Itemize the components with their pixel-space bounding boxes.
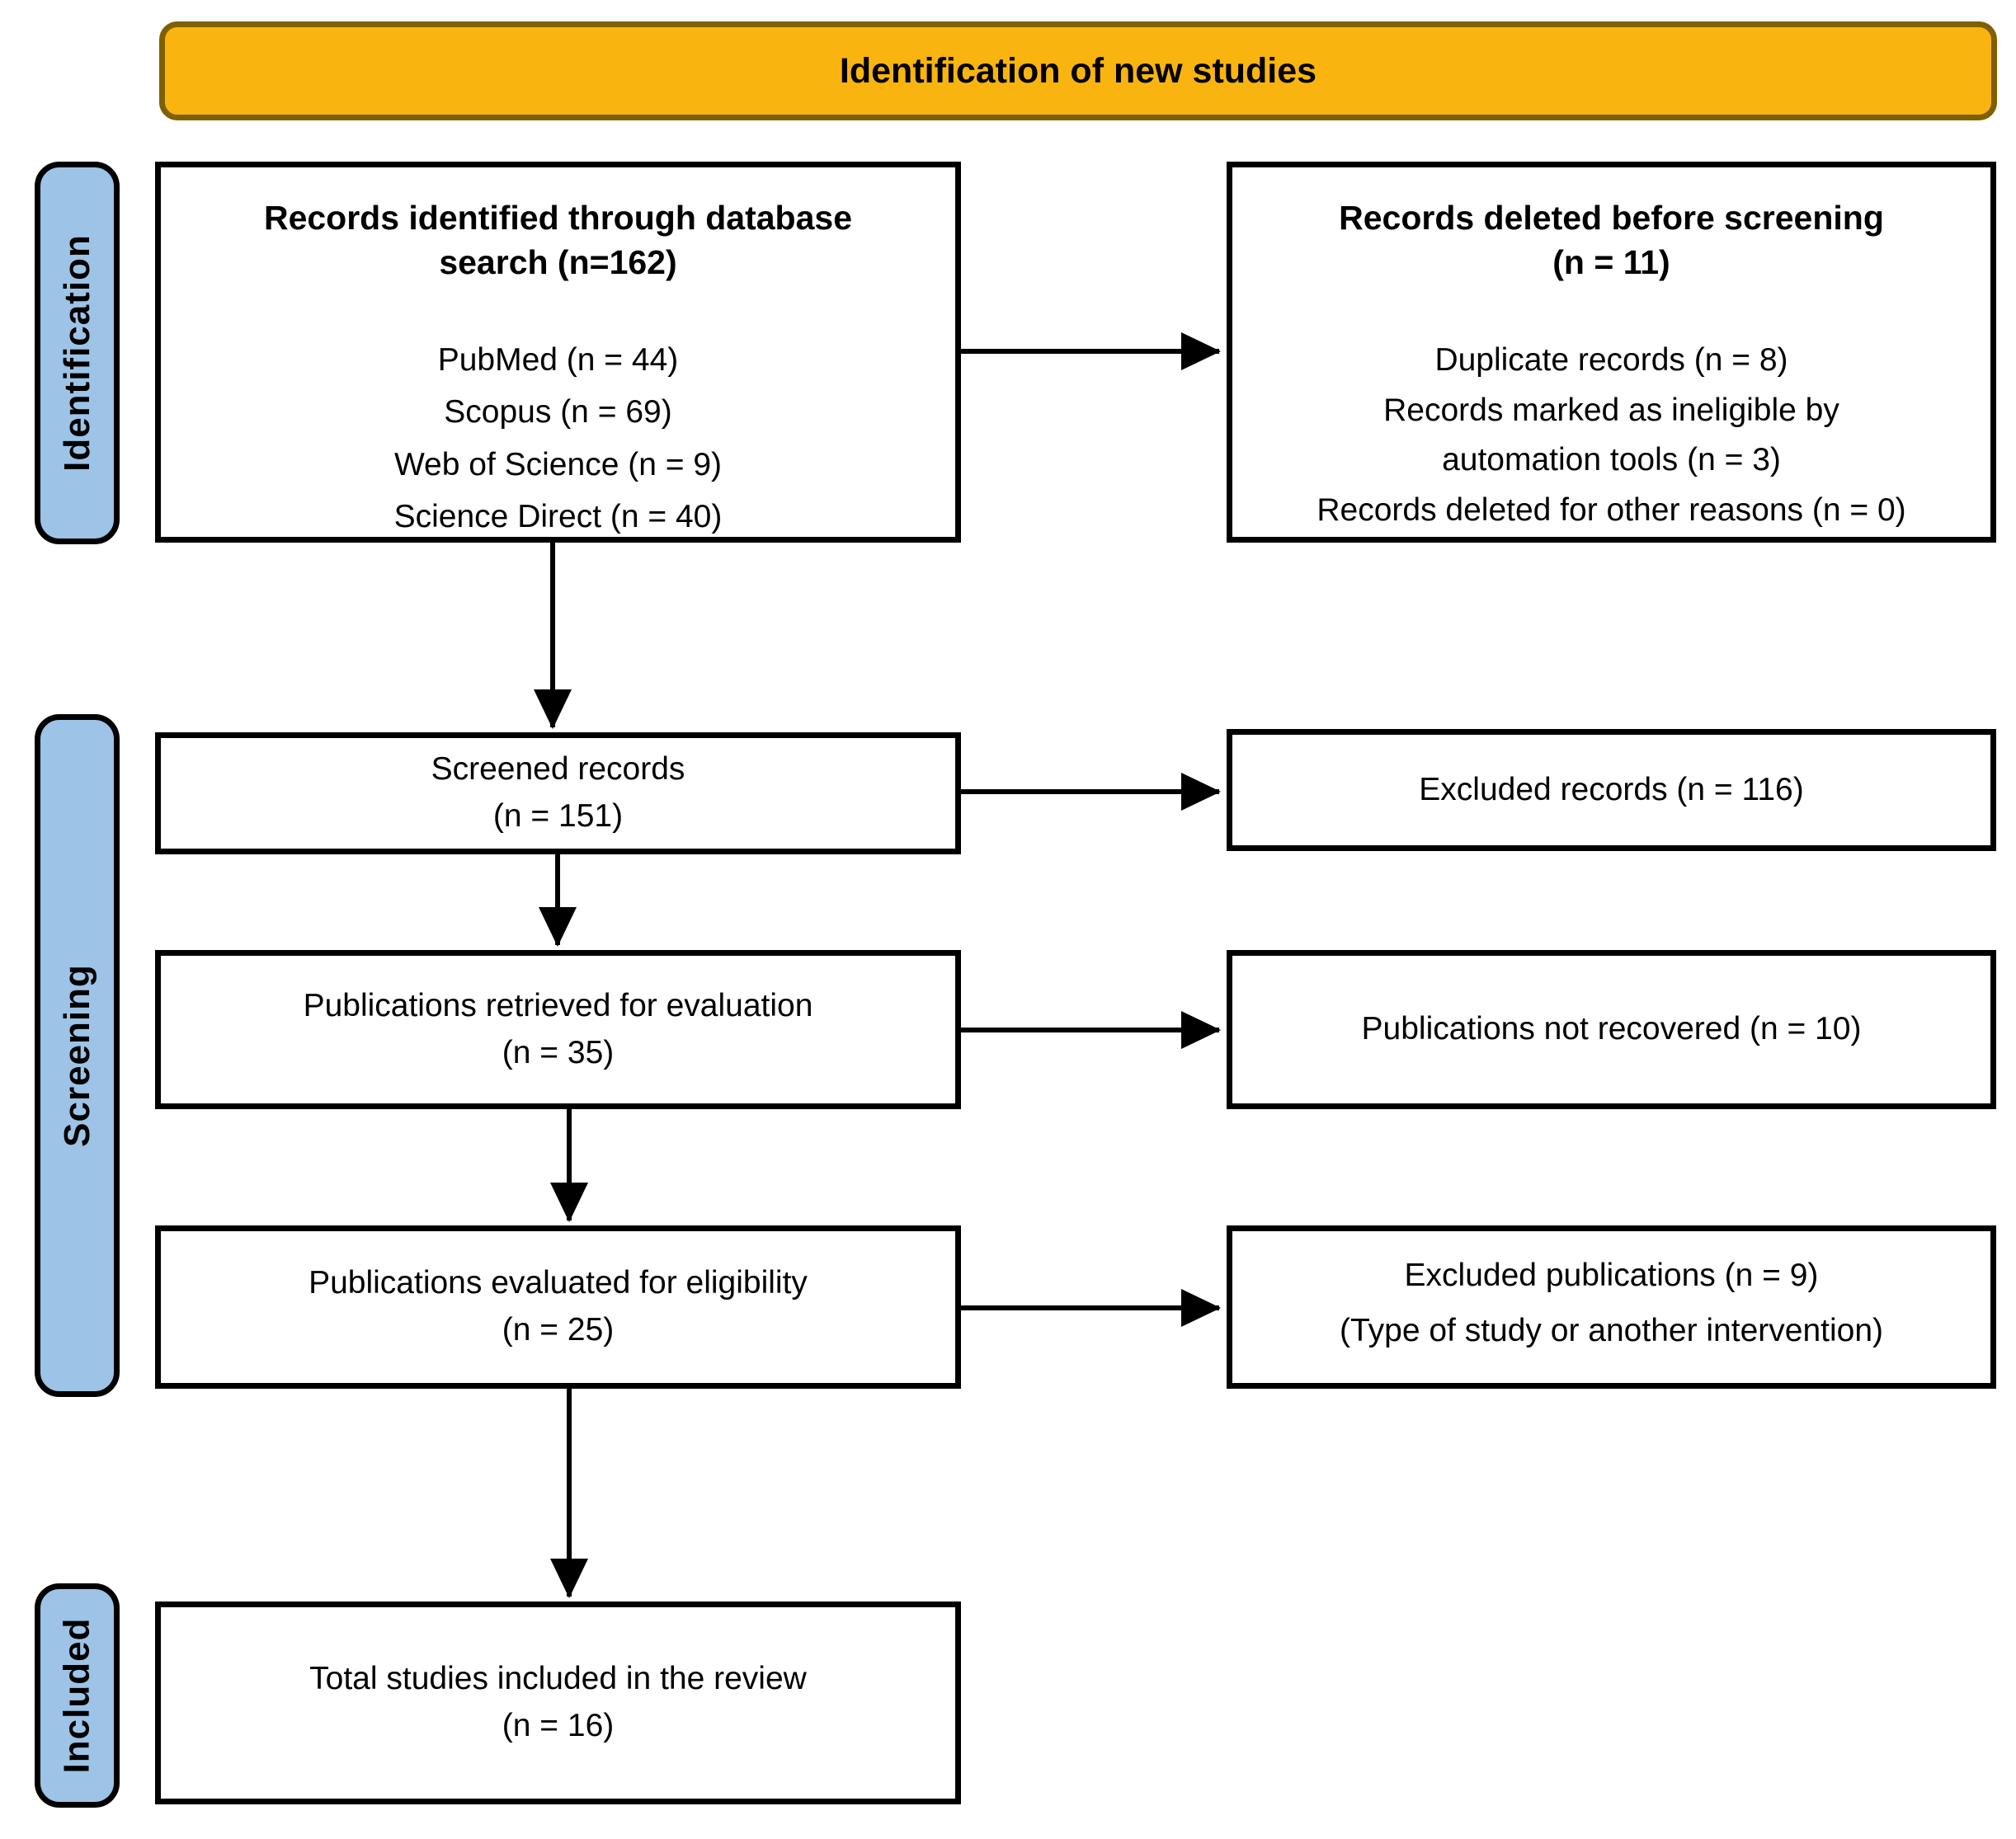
stage-included-text: Included <box>56 1617 97 1774</box>
reason-automation-tools: Records marked as ineligible by automati… <box>1383 392 1839 478</box>
publications-retrieved-label: Publications retrieved for evaluation <box>303 987 813 1023</box>
stage-identification-text: Identification <box>56 234 97 472</box>
box-screened-records: Screened records (n = 151) <box>155 732 961 854</box>
records-deleted-title: Records deleted before screening (n = 11… <box>1339 199 1884 282</box>
excluded-records-label: Excluded records (n = 116) <box>1419 771 1804 807</box>
publications-evaluated-label: Publications evaluated for eligibility <box>309 1265 808 1301</box>
publications-not-recovered-label: Publications not recovered (n = 10) <box>1361 1011 1862 1047</box>
reason-duplicates: Duplicate records (n = 8) <box>1434 342 1788 379</box>
box-records-deleted-before-screening: Records deleted before screening (n = 11… <box>1227 162 1996 543</box>
box-records-identified: Records identified through database sear… <box>155 162 961 543</box>
database-source-list: PubMed (n = 44) Scopus (n = 69) Web of S… <box>394 334 723 543</box>
banner-label: Identification of new studies <box>839 50 1317 91</box>
source-scopus: Scopus (n = 69) <box>444 394 672 430</box>
publications-retrieved-count: (n = 35) <box>502 1034 615 1070</box>
stage-label-identification: Identification <box>35 162 120 544</box>
box-excluded-publications: Excluded publications (n = 9) (Type of s… <box>1227 1225 1996 1389</box>
source-science-direct: Science Direct (n = 40) <box>393 498 723 534</box>
deletion-reason-list: Duplicate records (n = 8) Records marked… <box>1317 336 1905 535</box>
banner-identification-of-new-studies: Identification of new studies <box>159 21 1997 120</box>
stage-screening-text: Screening <box>56 964 97 1147</box>
screened-records-count: (n = 151) <box>492 798 624 834</box>
total-included-label: Total studies included in the review <box>309 1661 807 1697</box>
screened-records-label: Screened records <box>431 751 685 788</box>
box-publications-retrieved: Publications retrieved for evaluation (n… <box>155 950 961 1109</box>
box-publications-not-recovered: Publications not recovered (n = 10) <box>1227 950 1996 1109</box>
reason-other: Records deleted for other reasons (n = 0… <box>1317 491 1906 528</box>
source-web-of-science: Web of Science (n = 9) <box>393 446 723 482</box>
stage-label-included: Included <box>35 1583 120 1808</box>
total-included-count: (n = 16) <box>502 1708 615 1743</box>
stage-label-screening: Screening <box>35 714 120 1397</box>
excluded-publications-label: Excluded publications (n = 9) <box>1404 1258 1819 1293</box>
box-excluded-records: Excluded records (n = 116) <box>1227 729 1996 851</box>
excluded-publications-note: (Type of study or another intervention) <box>1339 1313 1884 1349</box>
publications-evaluated-count: (n = 25) <box>502 1312 615 1348</box>
records-identified-title: Records identified through database sear… <box>263 199 853 282</box>
source-pubmed: PubMed (n = 44) <box>437 342 679 379</box>
box-publications-evaluated: Publications evaluated for eligibility (… <box>155 1225 961 1389</box>
box-total-studies-included: Total studies included in the review (n … <box>155 1601 961 1804</box>
